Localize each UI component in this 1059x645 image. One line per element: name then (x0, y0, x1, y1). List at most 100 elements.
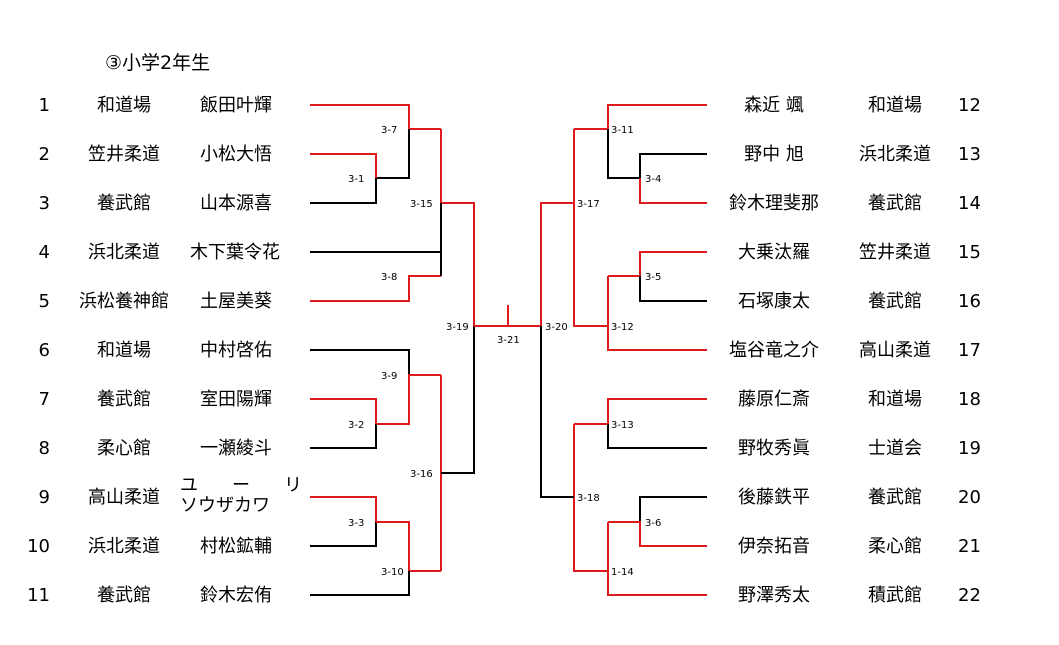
entry-number: 1 (38, 95, 50, 116)
bracket-line-loser (607, 424, 707, 449)
bracket-line-loser (310, 178, 377, 204)
entry-name: 小松大悟 (200, 144, 272, 165)
entry-name: 村松鉱輔 (200, 536, 272, 557)
bracket-line-winner (607, 522, 707, 596)
bracket-title: ③小学2年生 (105, 52, 211, 74)
bracket-line-winner (608, 251, 707, 277)
bracket-line-loser (310, 522, 377, 547)
entry-number: 18 (958, 389, 981, 410)
match-label: 3-15 (410, 199, 433, 210)
match-label: 3-8 (381, 272, 397, 283)
match-label: 3-2 (348, 420, 364, 431)
entry-number: 11 (27, 585, 50, 606)
entry-club: 浜松養神館 (79, 291, 169, 312)
match-label: 3-20 (545, 322, 568, 333)
match-label: 3-10 (381, 567, 404, 578)
entry-number: 15 (958, 242, 981, 263)
entry-number: 8 (38, 438, 50, 459)
bracket-line-winner (376, 521, 441, 572)
entry-club: 高山柔道 (859, 340, 931, 361)
match-label: 3-6 (645, 518, 661, 529)
match-label: 3-11 (611, 125, 634, 136)
bracket-line-winner (573, 203, 608, 327)
bracket-line-winner (310, 153, 377, 178)
bracket-line-winner (440, 129, 475, 326)
entry-number: 19 (958, 438, 981, 459)
entry-number: 12 (958, 95, 981, 116)
bracket-line-winner (573, 424, 608, 572)
match-label: 3-16 (410, 469, 433, 480)
entry-club: 積武館 (868, 585, 922, 606)
entry-number: 21 (958, 536, 981, 557)
bracket-line-loser (639, 496, 707, 522)
entry-name-two-line: ユ ー リ ソウザカワ (180, 476, 310, 516)
entry-number: 22 (958, 585, 981, 606)
entry-club: 高山柔道 (88, 487, 160, 508)
entry-name: 野牧秀眞 (738, 438, 810, 459)
bracket-line-winner (574, 398, 707, 425)
bracket-line-winner (608, 521, 707, 547)
entry-number: 2 (38, 144, 50, 165)
entry-name: 鈴木宏侑 (200, 585, 272, 606)
entry-club: 養武館 (97, 389, 151, 410)
entry-number: 17 (958, 340, 981, 361)
bracket-line-winner (310, 104, 441, 130)
bracket-line-loser (540, 326, 574, 498)
entry-name: 野中 旭 (744, 144, 804, 165)
entry-number: 14 (958, 193, 981, 214)
bracket-line-loser (376, 129, 410, 179)
match-label: 1-14 (611, 567, 634, 578)
bracket-line-winner (310, 275, 441, 302)
entry-number: 10 (27, 536, 50, 557)
match-label: 3-19 (446, 322, 469, 333)
entry-number: 5 (38, 291, 50, 312)
entry-club: 柔心館 (868, 536, 922, 557)
entry-name: 大乗汰羅 (738, 242, 810, 263)
entry-number: 6 (38, 340, 50, 361)
bracket-line-winner (310, 374, 441, 425)
match-label: 3-21 (497, 335, 520, 346)
entry-club: 浜北柔道 (88, 242, 160, 263)
match-label: 3-13 (611, 420, 634, 431)
match-label: 3-4 (645, 174, 661, 185)
bracket-line-loser (639, 153, 707, 178)
entry-name: 伊奈拓音 (738, 536, 810, 557)
entry-club: 笠井柔道 (859, 242, 931, 263)
entry-name: 室田陽輝 (200, 389, 272, 410)
match-label: 3-9 (381, 371, 397, 382)
bracket-line-loser (310, 251, 442, 276)
entry-name: 飯田叶輝 (200, 95, 272, 116)
entry-number: 20 (958, 487, 981, 508)
entry-club: 養武館 (97, 585, 151, 606)
entry-club: 和道場 (868, 389, 922, 410)
entry-number: 7 (38, 389, 50, 410)
match-label: 3-7 (381, 125, 397, 136)
entry-name: 後藤鉄平 (738, 487, 810, 508)
match-label: 3-3 (348, 518, 364, 529)
entry-number: 3 (38, 193, 50, 214)
entry-number: 16 (958, 291, 981, 312)
bracket-line-winner (574, 104, 707, 130)
entry-name: 藤原仁斎 (738, 389, 810, 410)
entry-club: 士道会 (868, 438, 922, 459)
entry-club: 柔心館 (97, 438, 151, 459)
entry-name-line1: ユ ー リ (180, 475, 310, 496)
entry-number: 13 (958, 144, 981, 165)
entry-name: 森近 颯 (744, 95, 804, 116)
entry-number: 4 (38, 242, 50, 263)
entry-club: 養武館 (868, 193, 922, 214)
entry-name: 野澤秀太 (738, 585, 810, 606)
entry-club: 浜北柔道 (88, 536, 160, 557)
entry-name: 中村啓佑 (200, 340, 272, 361)
entry-name: 鈴木理斐那 (729, 193, 819, 214)
entry-name: 木下葉令花 (190, 242, 280, 263)
entry-number: 9 (38, 487, 50, 508)
bracket-line-winner (540, 129, 575, 326)
bracket-line-loser (607, 129, 640, 179)
entry-name: 一瀬綾斗 (200, 438, 272, 459)
bracket-line-winner (607, 276, 707, 351)
entry-name-line2: ソウザカワ (180, 495, 270, 516)
match-label: 3-17 (577, 199, 600, 210)
entry-club: 養武館 (868, 487, 922, 508)
